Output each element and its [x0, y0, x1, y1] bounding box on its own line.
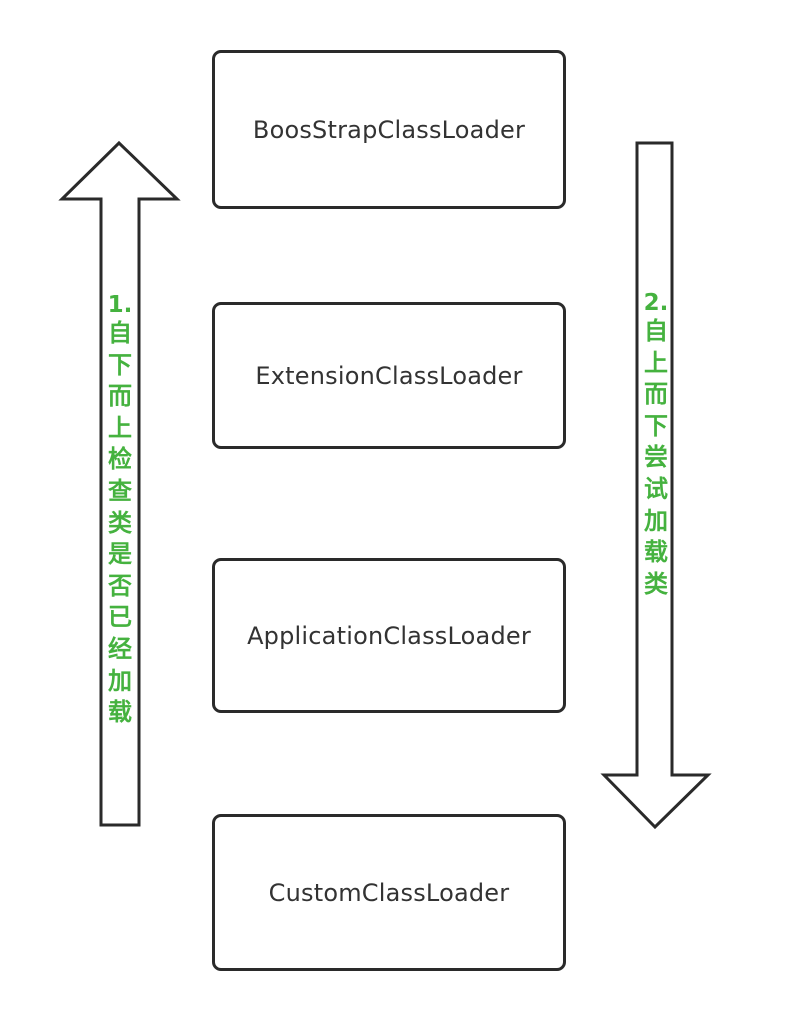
- custom-classloader-box: CustomClassLoader: [212, 814, 566, 971]
- annotation-char: 经: [108, 634, 132, 663]
- annotation-char: 自: [644, 317, 668, 345]
- annotation-text: 自下而上检查类是否已经加载: [108, 318, 132, 729]
- bootstrap-classloader-box: BoosStrapClassLoader: [212, 50, 566, 209]
- annotation-char: 下: [108, 350, 132, 379]
- annotation-char: 加: [108, 666, 132, 695]
- annotation-char: 上: [108, 413, 132, 442]
- annotation-char: 尝: [644, 443, 668, 472]
- application-classloader-box: ApplicationClassLoader: [212, 558, 566, 713]
- annotation-char: 检: [108, 445, 132, 474]
- annotation-char: 是: [108, 540, 132, 569]
- annotation-char: 载: [108, 698, 132, 727]
- box-label: CustomClassLoader: [268, 878, 510, 907]
- annotation-char: 而: [108, 382, 132, 411]
- right-arrow-annotation: 2. 自上而下尝试加载类: [636, 290, 676, 600]
- annotation-char: 而: [644, 380, 668, 409]
- annotation-char: 试: [644, 474, 668, 503]
- up-arrow: [58, 140, 181, 827]
- annotation-char: 上: [644, 348, 668, 377]
- annotation-text: 自上而下尝试加载类: [644, 316, 668, 600]
- step-number: 1.: [107, 292, 133, 318]
- annotation-char: 下: [644, 411, 668, 440]
- box-label: ApplicationClassLoader: [247, 621, 531, 650]
- annotation-char: 类: [644, 569, 668, 598]
- annotation-char: 载: [644, 538, 668, 567]
- box-label: ExtensionClassLoader: [255, 361, 523, 390]
- annotation-char: 类: [108, 508, 132, 537]
- step-number: 2.: [643, 290, 669, 316]
- down-arrow: [600, 141, 712, 830]
- annotation-char: 查: [108, 476, 132, 505]
- annotation-char: 加: [644, 506, 668, 535]
- box-label: BoosStrapClassLoader: [252, 115, 526, 144]
- annotation-char: 自: [108, 319, 132, 347]
- extension-classloader-box: ExtensionClassLoader: [212, 302, 566, 449]
- annotation-char: 否: [108, 571, 132, 600]
- annotation-char: 已: [108, 603, 132, 632]
- left-arrow-annotation: 1. 自下而上检查类是否已经加载: [100, 292, 140, 729]
